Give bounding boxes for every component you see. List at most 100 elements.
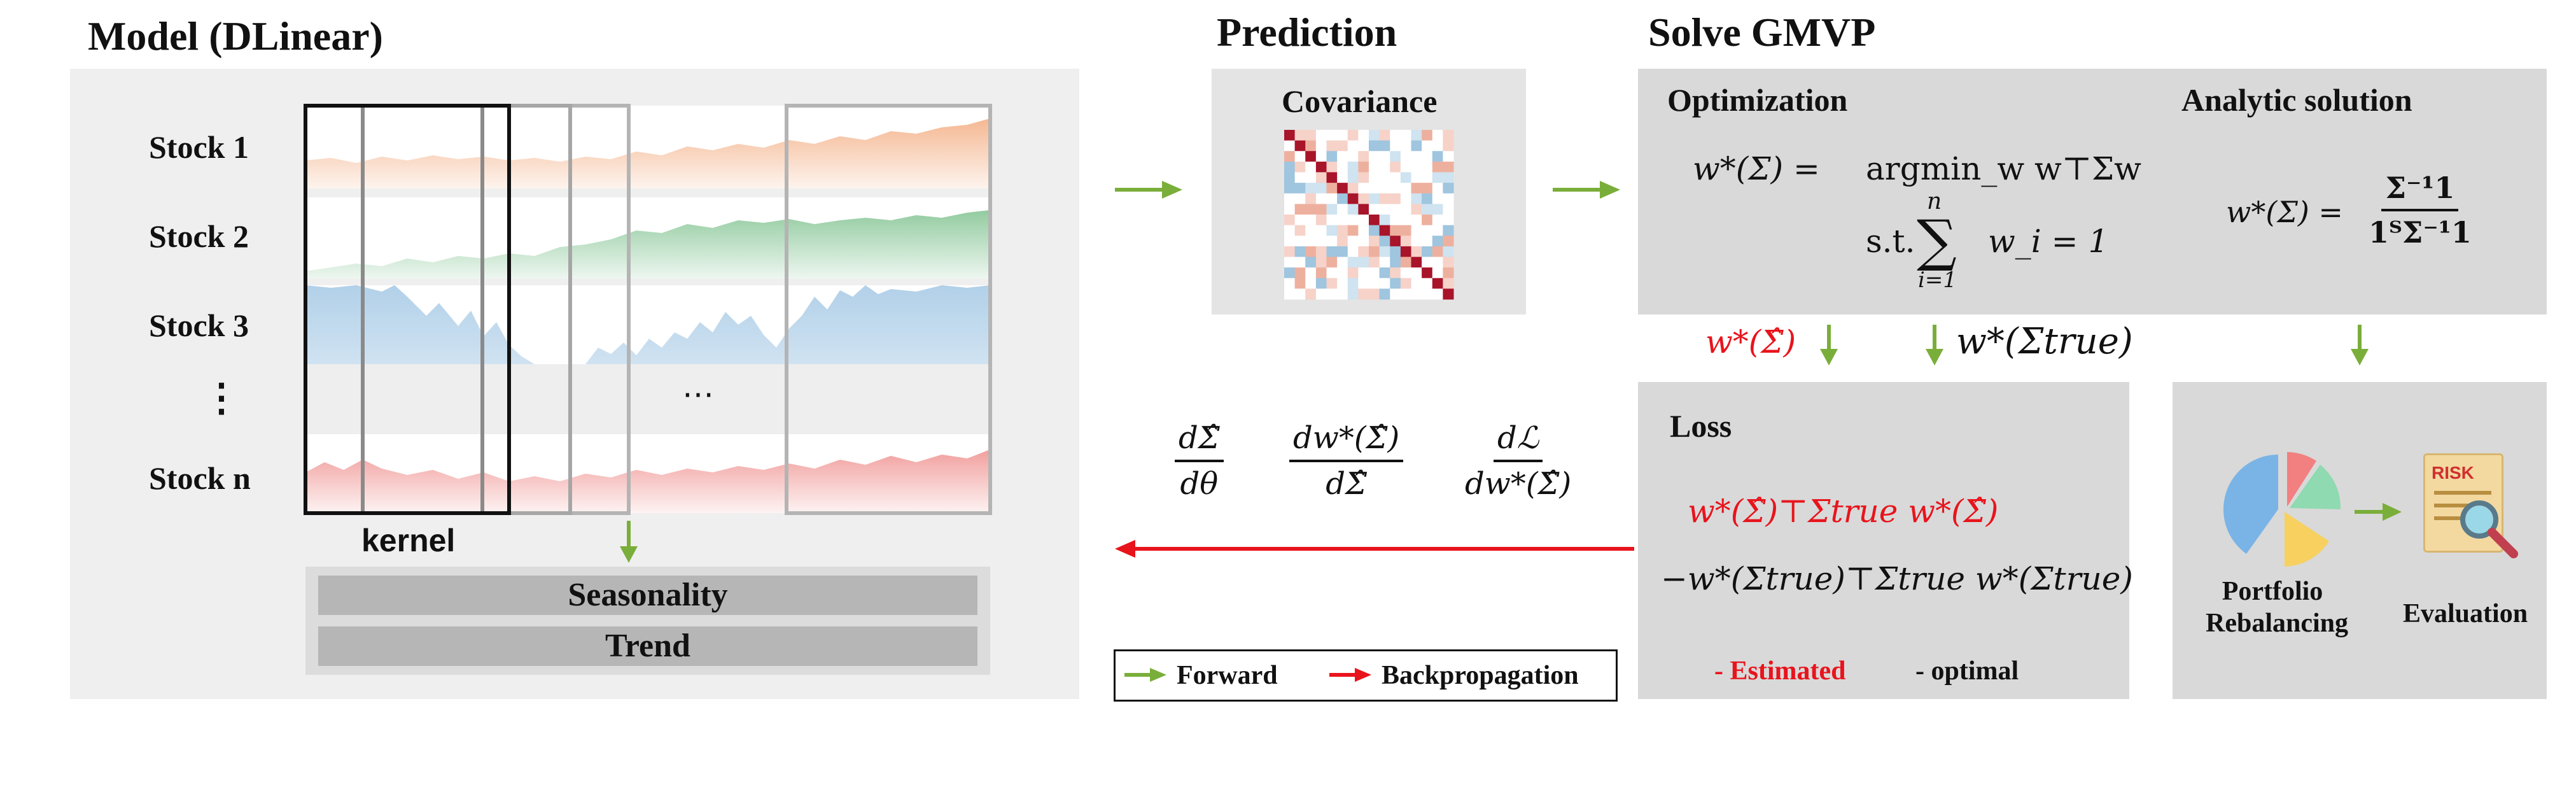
heatmap-cell bbox=[1358, 257, 1369, 268]
heatmap-cell bbox=[1326, 172, 1338, 183]
heatmap-cell bbox=[1337, 140, 1348, 152]
heatmap-cell bbox=[1390, 161, 1401, 173]
heatmap-cell bbox=[1390, 288, 1401, 300]
heatmap-cell bbox=[1305, 130, 1317, 141]
heatmap-cell bbox=[1284, 151, 1296, 162]
heatmap-cell bbox=[1390, 130, 1401, 141]
heatmap-cell bbox=[1379, 257, 1390, 268]
loss-title: Loss bbox=[1670, 408, 1732, 444]
heatmap-cell bbox=[1294, 278, 1306, 289]
heatmap-cell bbox=[1326, 130, 1338, 141]
heatmap-cell bbox=[1284, 278, 1296, 289]
heatmap-cell bbox=[1443, 246, 1454, 257]
heatmap-cell bbox=[1305, 288, 1317, 300]
heatmap-cell bbox=[1443, 267, 1454, 279]
heatmap-cell bbox=[1422, 204, 1433, 215]
heatmap-cell bbox=[1294, 225, 1306, 236]
heatmap-cell bbox=[1443, 130, 1454, 141]
heatmap-cell bbox=[1358, 183, 1369, 194]
legend-forward-label: Forward bbox=[1177, 661, 1278, 690]
legend-estimated: - Estimated bbox=[1714, 656, 1846, 686]
heatmap-cell bbox=[1326, 246, 1338, 257]
heatmap-cell bbox=[1369, 267, 1380, 279]
heatmap-cell bbox=[1411, 204, 1422, 215]
heatmap-cell bbox=[1411, 246, 1422, 257]
heatmap-cell bbox=[1400, 151, 1411, 162]
heatmap-cell bbox=[1400, 183, 1411, 194]
heatmap-cell bbox=[1347, 288, 1359, 300]
heatmap-cell bbox=[1337, 257, 1348, 268]
heatmap-cell bbox=[1358, 288, 1369, 300]
kernel-label: kernel bbox=[361, 523, 456, 558]
heatmap-cell bbox=[1294, 161, 1306, 173]
heatmap-cell bbox=[1347, 151, 1359, 162]
heatmap-cell bbox=[1432, 172, 1443, 183]
heatmap-cell bbox=[1422, 257, 1433, 268]
heatmap-cell bbox=[1422, 246, 1433, 257]
heatmap-cell bbox=[1294, 172, 1306, 183]
heatmap-cell bbox=[1443, 278, 1454, 289]
optimization-label: Optimization bbox=[1667, 82, 1848, 118]
heatmap-cell bbox=[1432, 130, 1443, 141]
heatmap-cell bbox=[1379, 225, 1390, 236]
heatmap-cell bbox=[1337, 130, 1348, 141]
forward-arrow-model-to-prediction bbox=[1115, 181, 1182, 199]
heatmap-cell bbox=[1315, 246, 1327, 257]
heatmap-cell bbox=[1347, 215, 1359, 226]
legend-forward-arrow bbox=[1124, 668, 1166, 682]
heatmap-cell bbox=[1284, 172, 1296, 183]
heatmap-cell bbox=[1284, 140, 1296, 152]
stock-1-series bbox=[305, 118, 990, 188]
heatmap-cell bbox=[1443, 236, 1454, 247]
heatmap-cell bbox=[1347, 193, 1359, 204]
heatmap-cell bbox=[1422, 225, 1433, 236]
heatmap-cell bbox=[1347, 225, 1359, 236]
time-series-chart bbox=[304, 104, 992, 515]
heatmap-cell bbox=[1432, 204, 1443, 215]
heatmap-cell bbox=[1326, 257, 1338, 268]
heatmap-cell bbox=[1369, 183, 1380, 194]
heatmap-cell bbox=[1326, 161, 1338, 173]
heatmap-cell bbox=[1358, 193, 1369, 204]
heatmap-cell bbox=[1337, 151, 1348, 162]
heatmap-cell bbox=[1305, 193, 1317, 204]
heatmap-cell bbox=[1411, 278, 1422, 289]
heatmap-cell bbox=[1379, 193, 1390, 204]
heatmap-cell bbox=[1390, 246, 1401, 257]
heatmap-cell bbox=[1326, 204, 1338, 215]
heatmap-cell bbox=[1326, 140, 1338, 152]
heatmap-cell bbox=[1369, 278, 1380, 289]
optimization-constraint: w_i = 1 bbox=[1988, 223, 2109, 260]
stock-3-label: Stock 3 bbox=[149, 308, 249, 343]
heatmap-cell bbox=[1315, 130, 1327, 141]
stock-vertical-ellipsis: ⋮ bbox=[202, 377, 241, 419]
heatmap-cell bbox=[1390, 151, 1401, 162]
heatmap-cell bbox=[1284, 161, 1296, 173]
heatmap-cell bbox=[1400, 130, 1411, 141]
heatmap-cell bbox=[1347, 246, 1359, 257]
heatmap-cell bbox=[1305, 183, 1317, 194]
heatmap-cell bbox=[1411, 140, 1422, 152]
heatmap-cell bbox=[1411, 215, 1422, 226]
grad-3-denominator: dw*(Σ̂) bbox=[1465, 466, 1572, 502]
heatmap-cell bbox=[1326, 183, 1338, 194]
pie-chart-icon bbox=[2223, 452, 2341, 567]
heatmap-cell bbox=[1305, 225, 1317, 236]
heatmap-cell bbox=[1432, 225, 1443, 236]
heatmap-cell bbox=[1294, 246, 1306, 257]
heatmap-cell bbox=[1294, 130, 1306, 141]
heatmap-cell bbox=[1400, 161, 1411, 173]
heatmap-cell bbox=[1411, 288, 1422, 300]
heatmap-cell bbox=[1390, 183, 1401, 194]
heatmap-cell bbox=[1358, 161, 1369, 173]
heatmap-cell bbox=[1315, 288, 1327, 300]
heatmap-cell bbox=[1422, 193, 1433, 204]
heatmap-cell bbox=[1432, 288, 1443, 300]
analytic-denominator: 1ᵀΣ⁻¹1 bbox=[2369, 215, 2472, 250]
heatmap-cell bbox=[1369, 193, 1380, 204]
sum-lower-limit: i=1 bbox=[1918, 267, 1957, 293]
heatmap-cell bbox=[1284, 215, 1296, 226]
heatmap-cell bbox=[1432, 183, 1443, 194]
stock-2-label: Stock 2 bbox=[149, 218, 249, 254]
heatmap-cell bbox=[1305, 236, 1317, 247]
